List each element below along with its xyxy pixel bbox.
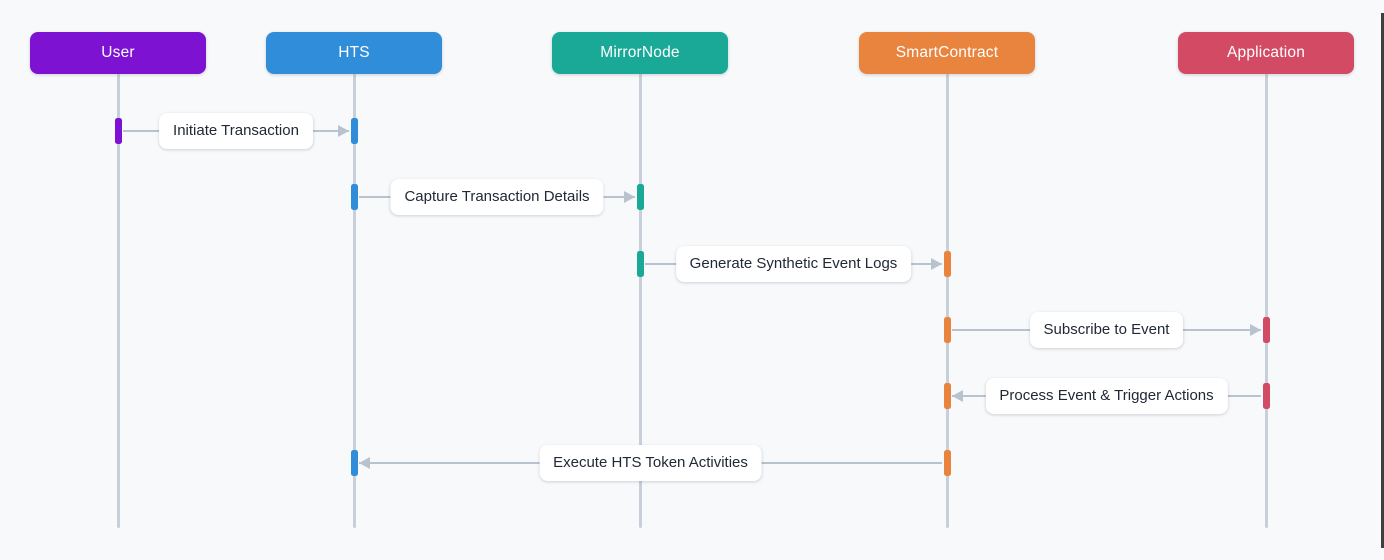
activation-bar-application-msg4 [1262, 383, 1270, 409]
activation-bar-smartcontract-msg4 [943, 383, 951, 409]
message-label-3: Subscribe to Event [1029, 312, 1184, 348]
lifeline-hts [352, 74, 356, 528]
actor-box-user: User [30, 32, 206, 74]
activation-bar-mirrornode-msg1 [636, 184, 644, 210]
actor-box-smartcontract: SmartContract [859, 32, 1035, 74]
actor-label-smartcontract: SmartContract [895, 44, 999, 61]
message-arrowhead-2 [931, 258, 942, 270]
activation-bar-hts-msg0 [350, 118, 358, 144]
message-arrowhead-3 [1250, 324, 1261, 336]
message-label-5: Execute HTS Token Activities [539, 445, 762, 481]
message-arrowhead-1 [624, 191, 635, 203]
message-arrowhead-4 [952, 390, 963, 402]
activation-bar-application-msg3 [1262, 317, 1270, 343]
message-arrowhead-0 [338, 125, 349, 137]
lifeline-user [116, 74, 120, 528]
lifeline-mirrornode [638, 74, 642, 528]
activation-bar-mirrornode-msg2 [636, 251, 644, 277]
actor-box-hts: HTS [266, 32, 442, 74]
activation-bar-smartcontract-msg3 [943, 317, 951, 343]
actor-label-mirrornode: MirrorNode [600, 44, 680, 61]
lifeline-smartcontract [945, 74, 949, 528]
lifeline-application [1264, 74, 1268, 528]
activation-bar-hts-msg1 [350, 184, 358, 210]
activation-bar-hts-msg5 [350, 450, 358, 476]
activation-bar-smartcontract-msg5 [943, 450, 951, 476]
message-arrowhead-5 [359, 457, 370, 469]
actor-label-user: User [101, 44, 135, 61]
message-label-1: Capture Transaction Details [390, 179, 604, 215]
actor-box-mirrornode: MirrorNode [552, 32, 728, 74]
actor-label-hts: HTS [338, 44, 370, 61]
message-label-2: Generate Synthetic Event Logs [675, 246, 912, 282]
activation-bar-user-msg0 [114, 118, 122, 144]
actor-label-application: Application [1226, 44, 1306, 61]
message-label-0: Initiate Transaction [159, 113, 313, 149]
message-label-4: Process Event & Trigger Actions [985, 378, 1228, 414]
actor-box-application: Application [1178, 32, 1354, 74]
scrollbar-thumb[interactable] [1381, 13, 1384, 548]
activation-bar-smartcontract-msg2 [943, 251, 951, 277]
